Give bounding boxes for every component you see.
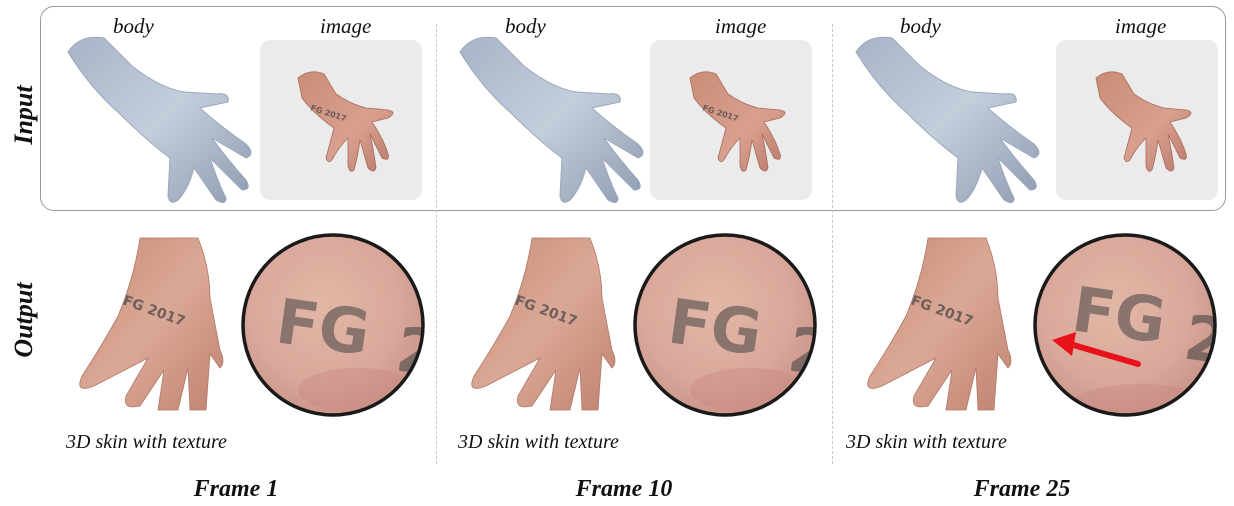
row-label-output: Output	[9, 260, 39, 380]
output-caption: 3D skin with texture	[458, 431, 619, 454]
input-image-hand	[1078, 64, 1218, 176]
zoom-circle: FG 2	[238, 230, 428, 420]
body-mesh-hand	[60, 30, 260, 208]
column-separator-1	[436, 24, 437, 464]
output-skin-hand: FG 2017	[452, 238, 624, 410]
input-image-hand: FG 2017	[280, 64, 420, 176]
image-label: image	[715, 14, 766, 39]
frame-label: Frame 25	[922, 476, 1122, 503]
output-caption: 3D skin with texture	[846, 431, 1007, 454]
body-mesh-hand	[452, 30, 652, 208]
output-skin-hand: FG 2017	[60, 238, 232, 410]
row-label-input: Input	[9, 55, 39, 175]
zoom-tattoo-text: FG	[272, 285, 375, 370]
output-caption: 3D skin with texture	[66, 431, 227, 454]
frame-label: Frame 1	[136, 476, 336, 503]
frame-label: Frame 10	[524, 476, 724, 503]
input-image-hand: FG 2017	[672, 64, 812, 176]
body-mesh-hand	[848, 30, 1048, 208]
column-separator-2	[832, 24, 833, 464]
image-label: image	[320, 14, 371, 39]
zoom-circle: FG 2	[1030, 230, 1220, 420]
zoom-circle: FG 2	[630, 230, 820, 420]
zoom-tattoo-text: FG	[664, 285, 767, 370]
output-skin-hand: FG 2017	[848, 238, 1020, 410]
image-label: image	[1115, 14, 1166, 39]
